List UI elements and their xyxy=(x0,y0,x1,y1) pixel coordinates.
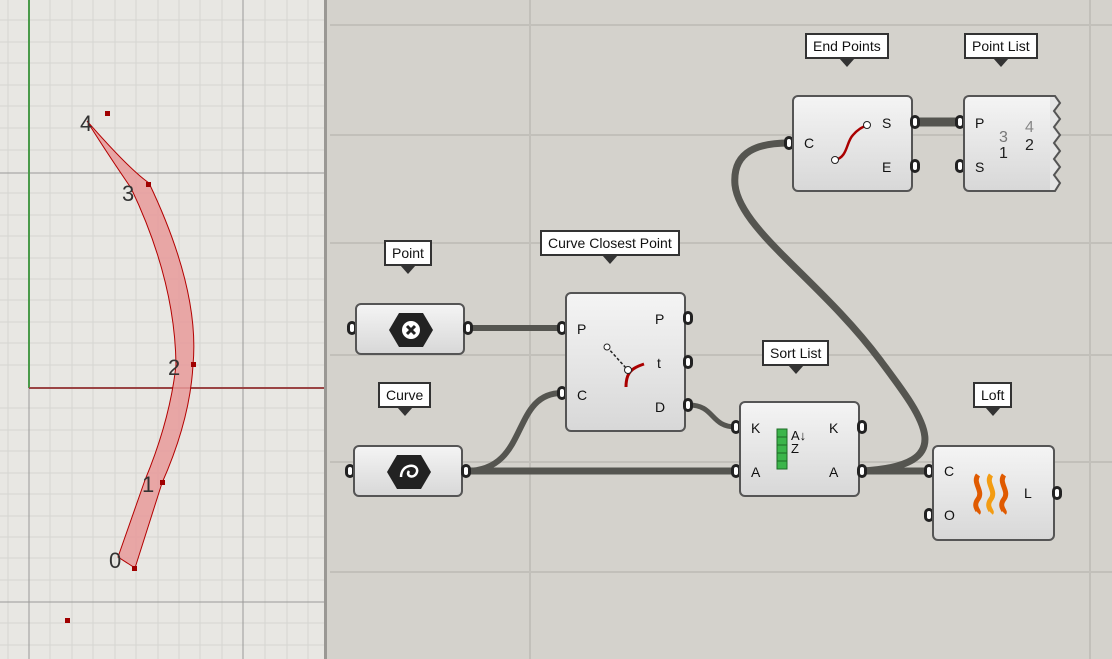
output-label: t xyxy=(657,355,661,371)
output-grip[interactable] xyxy=(463,321,473,335)
curve-param[interactable] xyxy=(353,445,463,497)
point-label: 4 xyxy=(80,111,92,136)
tooltip-end-points: End Points xyxy=(805,33,889,67)
sort-bars-icon xyxy=(776,428,788,470)
input-label: C xyxy=(577,387,588,403)
tooltip-point: Point xyxy=(384,240,432,274)
point-label: 0 xyxy=(109,548,121,573)
input-label: C xyxy=(944,463,955,479)
output-label: K xyxy=(829,420,839,436)
output-label: P xyxy=(655,311,665,327)
tooltip-curve-closest-point: Curve Closest Point xyxy=(540,230,680,264)
input-label: K xyxy=(751,420,761,436)
point-list-component[interactable]: P S 3 4 1 2 xyxy=(963,95,1053,192)
end-points-icon xyxy=(831,121,871,164)
input-label: C xyxy=(804,135,815,151)
loft-icon xyxy=(973,473,1009,515)
tooltip-loft: Loft xyxy=(973,382,1013,416)
output-grip-t[interactable] xyxy=(683,355,693,369)
wire xyxy=(465,390,563,474)
loft-component[interactable]: C O L xyxy=(932,445,1055,541)
viewport-graphics: 0 1 2 3 4 xyxy=(0,0,324,659)
point-label: 2 xyxy=(168,355,180,380)
sort-list-component[interactable]: K A K A A↓Z xyxy=(739,401,860,497)
output-grip[interactable] xyxy=(461,464,471,478)
lofted-surface xyxy=(86,120,195,569)
wire xyxy=(688,402,737,430)
curve-closest-point-component[interactable]: P C P t D xyxy=(565,292,686,432)
curve-param-icon xyxy=(387,455,431,489)
output-grip-l[interactable] xyxy=(1052,486,1062,500)
point-label: 3 xyxy=(122,181,134,206)
input-label: P xyxy=(975,115,985,131)
point-list-icon: 3 4 1 2 xyxy=(999,119,1034,162)
output-grip-d[interactable] xyxy=(683,398,693,412)
point-param-icon xyxy=(389,313,433,347)
output-label: E xyxy=(882,159,892,175)
jagged-edge xyxy=(1050,95,1062,192)
rhino-viewport[interactable]: 0 1 2 3 4 xyxy=(0,0,327,659)
output-grip-s[interactable] xyxy=(910,115,920,129)
output-label: D xyxy=(655,399,666,415)
output-grip-a[interactable] xyxy=(857,464,867,478)
output-label: L xyxy=(1024,485,1032,501)
tooltip-sort-list: Sort List xyxy=(762,340,830,374)
output-label: S xyxy=(882,115,892,131)
point-label: 1 xyxy=(142,472,154,497)
wire xyxy=(731,139,929,475)
end-points-component[interactable]: C S E xyxy=(792,95,913,192)
input-label: A xyxy=(751,464,761,480)
output-label: A xyxy=(829,464,839,480)
input-label: O xyxy=(944,507,955,523)
input-label: S xyxy=(975,159,985,175)
point-param[interactable] xyxy=(355,303,465,355)
output-grip-e[interactable] xyxy=(910,159,920,173)
output-grip-k[interactable] xyxy=(857,420,867,434)
closest-point-icon xyxy=(603,343,645,388)
output-grip-p[interactable] xyxy=(683,311,693,325)
input-label: P xyxy=(577,321,587,337)
tooltip-curve: Curve xyxy=(378,382,432,416)
tooltip-point-list: Point List xyxy=(964,33,1038,67)
sort-az-icon: A↓Z xyxy=(791,428,807,456)
